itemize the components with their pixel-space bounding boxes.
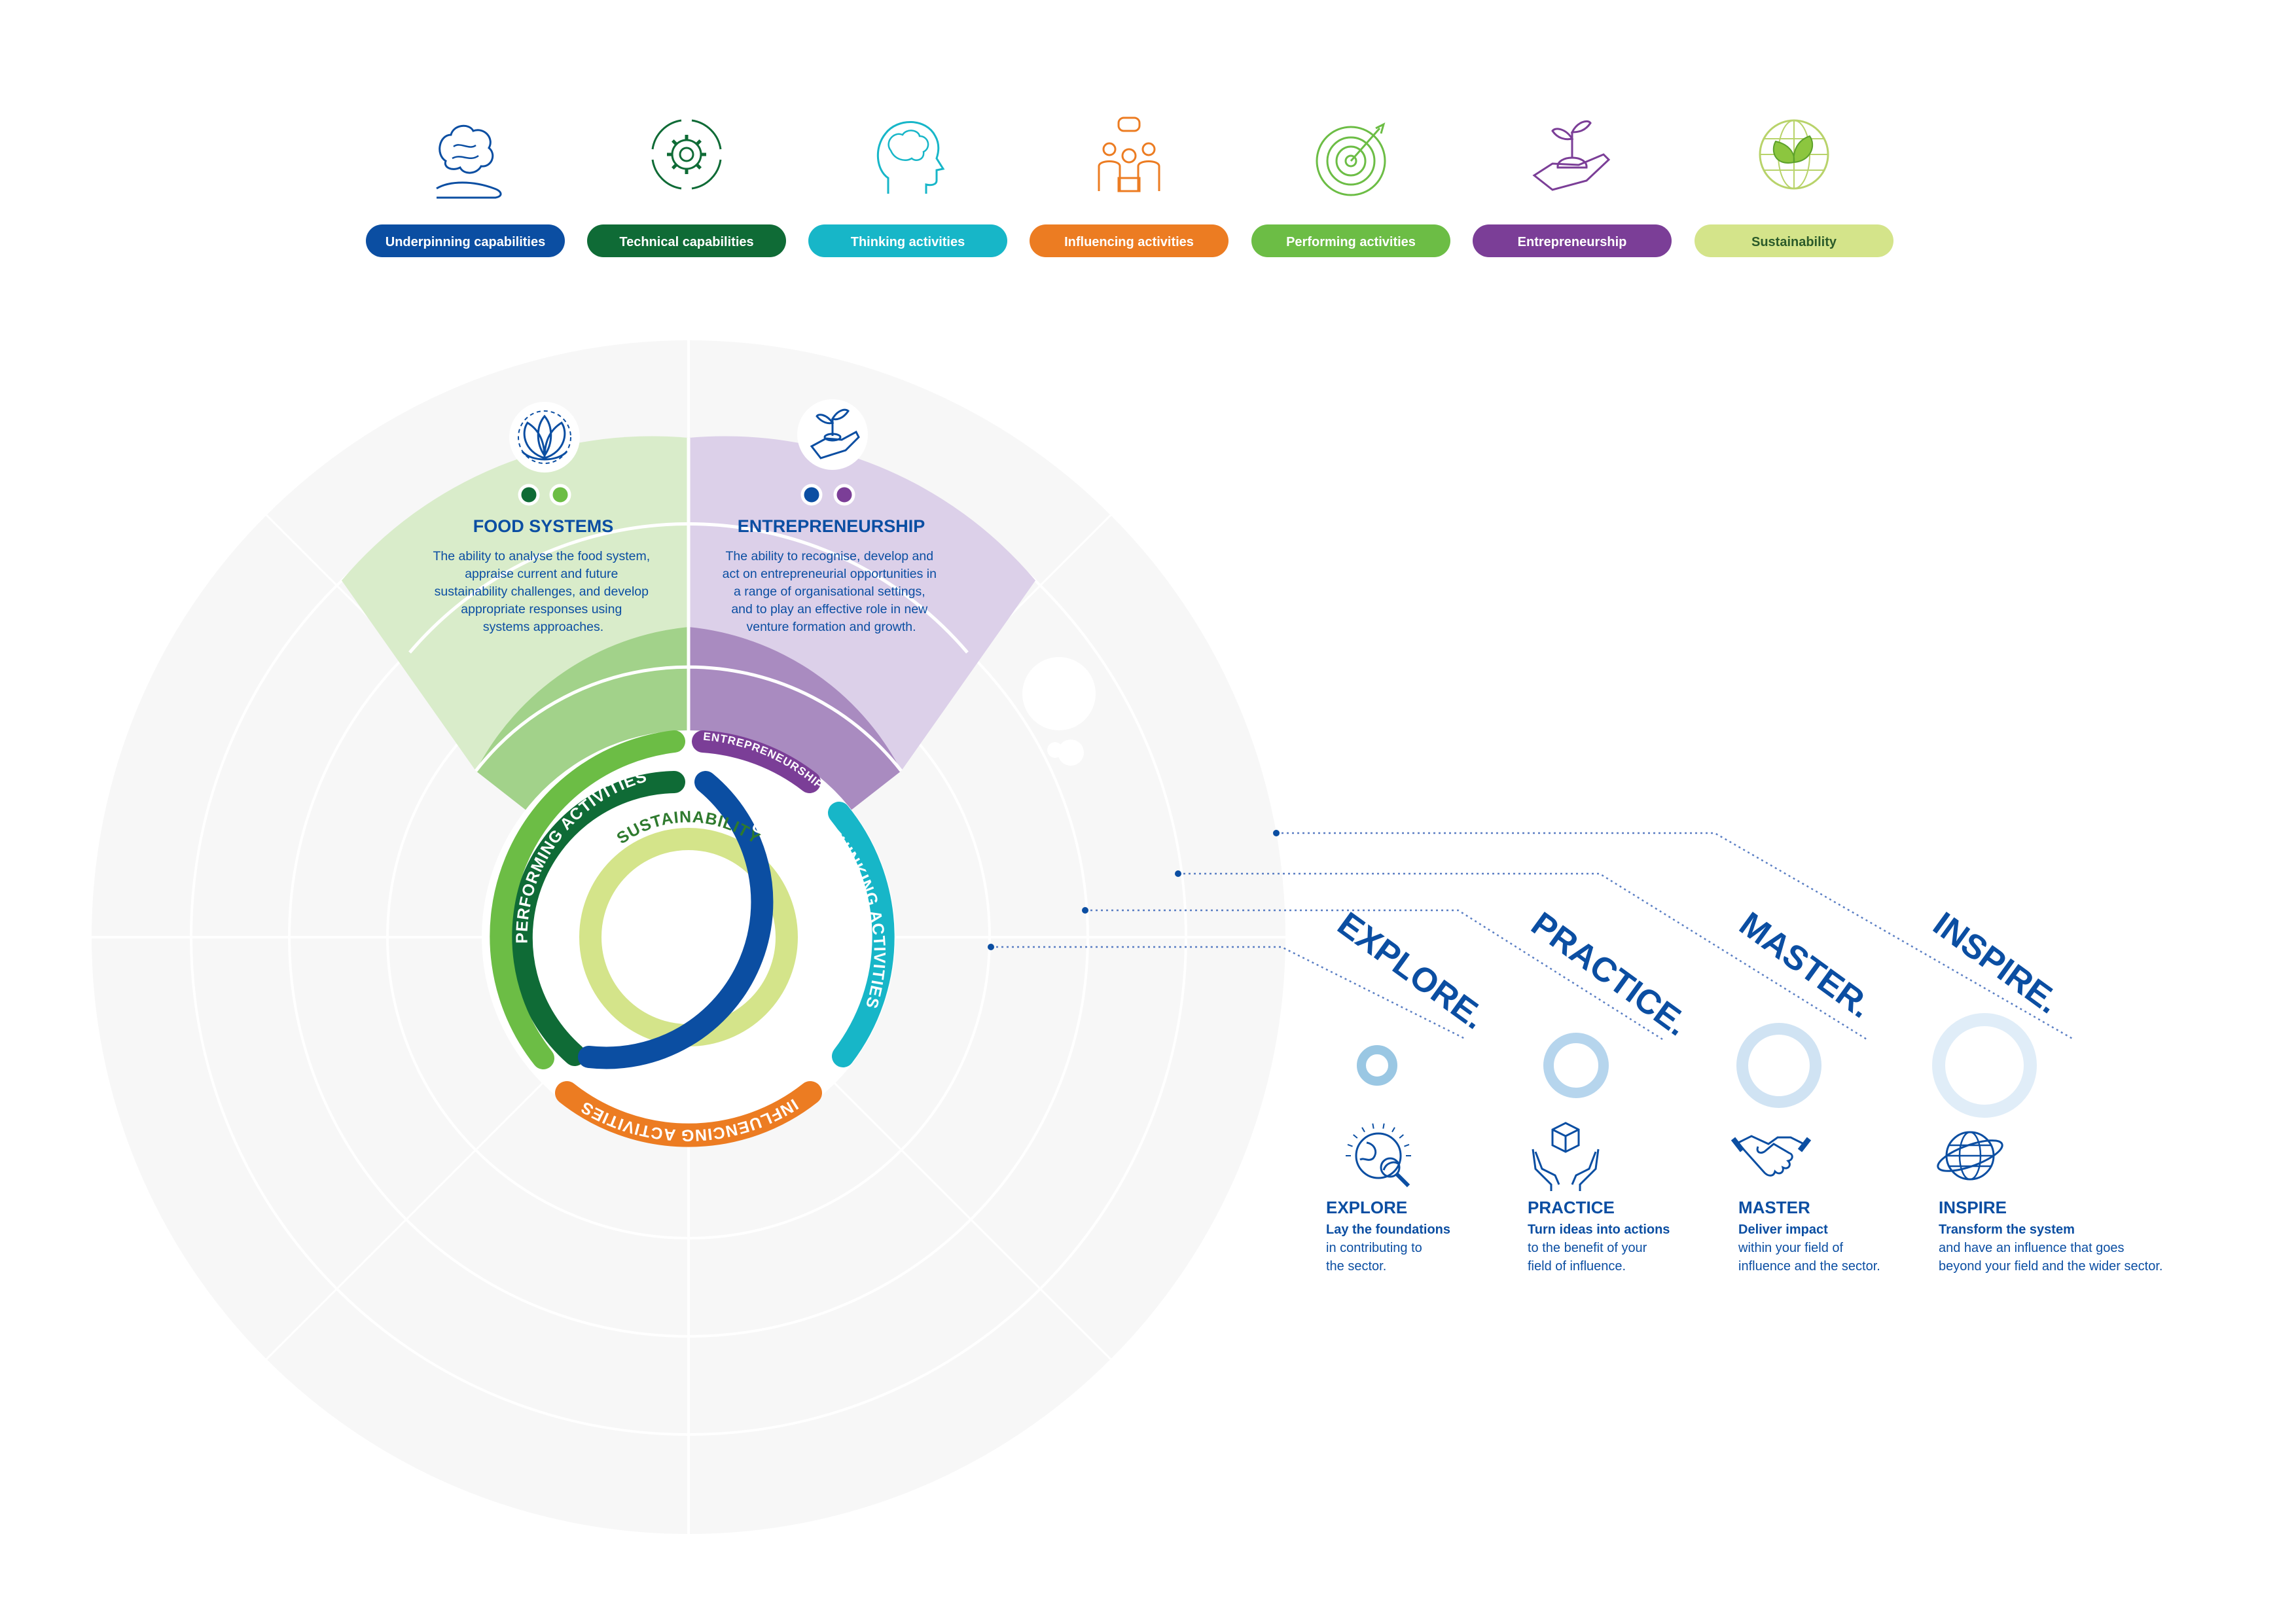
level-heading: MASTER. [1732, 905, 1878, 1026]
food-systems-outer-sector [342, 436, 689, 771]
level-title: PRACTICE [1528, 1198, 1615, 1217]
handshake-icon [1731, 1135, 1812, 1177]
level-description: beyond your field and the wider sector. [1939, 1259, 2162, 1274]
level-heading: EXPLORE. [1331, 905, 1492, 1037]
legend-pill [1695, 224, 1893, 257]
influencing-activities-ring [555, 1081, 822, 1147]
level-ring [1357, 1045, 1397, 1086]
entrepreneurship-outer-sector [689, 436, 1035, 771]
level-title: EXPLORE [1326, 1198, 1407, 1217]
level-description: field of influence. [1528, 1259, 1626, 1274]
gear-cycle-icon [651, 119, 722, 190]
legend-label: Performing activities [1286, 235, 1416, 249]
legend-item-entrepreneurship: Entrepreneurship [1473, 120, 1672, 257]
legend-item-sustainability: Sustainability [1695, 119, 1893, 257]
level-heading: PRACTICE. [1524, 905, 1695, 1044]
legend-pill [1030, 224, 1229, 257]
legend-label: Technical capabilities [619, 235, 753, 249]
level-explore: EXPLORE. EXPLORE Lay the foundations in con… [1326, 905, 1492, 1274]
connector-dots [988, 830, 1280, 950]
legend-label: Entrepreneurship [1518, 235, 1627, 249]
level-connectors [991, 832, 2074, 1041]
level-title: MASTER [1738, 1198, 1810, 1217]
level-practice: PRACTICE. PRACTICE Turn ideas into actions… [1524, 905, 1695, 1274]
globe-orbit-icon [1937, 1131, 2003, 1181]
level-ring [1932, 1013, 2037, 1118]
level-heading: INSPIRE. [1926, 905, 2066, 1022]
hands-cube-icon [1532, 1122, 1600, 1191]
entrepreneurship-ring [692, 730, 821, 793]
underpinning-dot [800, 484, 823, 506]
leaf-sprout-icon [509, 402, 580, 473]
legend-item-influencing-activities: Influencing activities [1030, 116, 1229, 257]
legend-pill [808, 224, 1007, 257]
underpinning-capabilities-ring [578, 771, 774, 1069]
legend-label: Influencing activities [1064, 235, 1194, 249]
legend-pill [1473, 224, 1672, 257]
level-inspire: INSPIRE. INSPIRE Transform the system and h… [1926, 905, 2162, 1274]
legend-pill [366, 224, 565, 257]
entrepreneurship-dot [833, 484, 855, 506]
level-description: and have an influence that goes [1939, 1241, 2125, 1255]
level-master: MASTER. MASTER Deliver impact within your f… [1731, 905, 1880, 1274]
level-description: to the benefit of your [1528, 1241, 1647, 1255]
food-systems-description: The ability to analyse the food system, … [433, 549, 653, 634]
performing-dot [549, 484, 571, 506]
legend: Underpinning capabilities Technical capab… [366, 116, 1893, 257]
level-subtitle: Transform the system [1939, 1222, 2075, 1237]
thinking-activities-ring [828, 802, 895, 1067]
legend-pill [1251, 224, 1450, 257]
level-ring [1736, 1023, 1821, 1108]
hand-plant-icon [797, 399, 868, 470]
technical-capabilities-ring [510, 771, 685, 1066]
entrepreneurship-description: The ability to recognise, develop and ac… [723, 549, 941, 634]
level-title: INSPIRE [1939, 1198, 2007, 1217]
level-description: influence and the sector. [1738, 1259, 1880, 1274]
capability-rings [490, 730, 895, 1147]
legend-item-thinking-activities: Thinking activities [808, 121, 1007, 257]
legend-label: Sustainability [1751, 235, 1837, 249]
legend-label: Underpinning capabilities [386, 235, 545, 249]
level-description: within your field of [1738, 1241, 1844, 1255]
level-subtitle: Lay the foundations [1326, 1222, 1450, 1237]
legend-item-technical-capabilities: Technical capabilities [587, 119, 786, 257]
technical-dot [518, 484, 540, 506]
legend-label: Thinking activities [851, 235, 965, 249]
head-brain-icon [876, 121, 945, 194]
target-arrow-icon [1316, 122, 1386, 196]
legend-item-underpinning-capabilities: Underpinning capabilities [366, 124, 565, 257]
level-subtitle: Deliver impact [1738, 1222, 1828, 1237]
entrepreneurship-title: ENTREPRENEURSHIP [738, 516, 925, 536]
level-description: in contributing to [1326, 1241, 1422, 1255]
leaf-globe-icon [1759, 119, 1829, 190]
globe-magnifier-icon [1346, 1123, 1411, 1188]
level-description: the sector. [1326, 1259, 1386, 1274]
level-subtitle: Turn ideas into actions [1528, 1222, 1670, 1237]
legend-pill [587, 224, 786, 257]
levels: EXPLORE. EXPLORE Lay the foundations in con… [1326, 905, 2162, 1274]
level-ring [1543, 1033, 1609, 1098]
legend-item-performing-activities: Performing activities [1251, 122, 1450, 257]
brain-in-hand-icon [436, 124, 502, 199]
hand-plant-icon [1532, 120, 1611, 191]
food-systems-title: FOOD SYSTEMS [473, 516, 614, 536]
performing-activities-ring [490, 730, 685, 1069]
people-speech-icon [1098, 116, 1160, 192]
